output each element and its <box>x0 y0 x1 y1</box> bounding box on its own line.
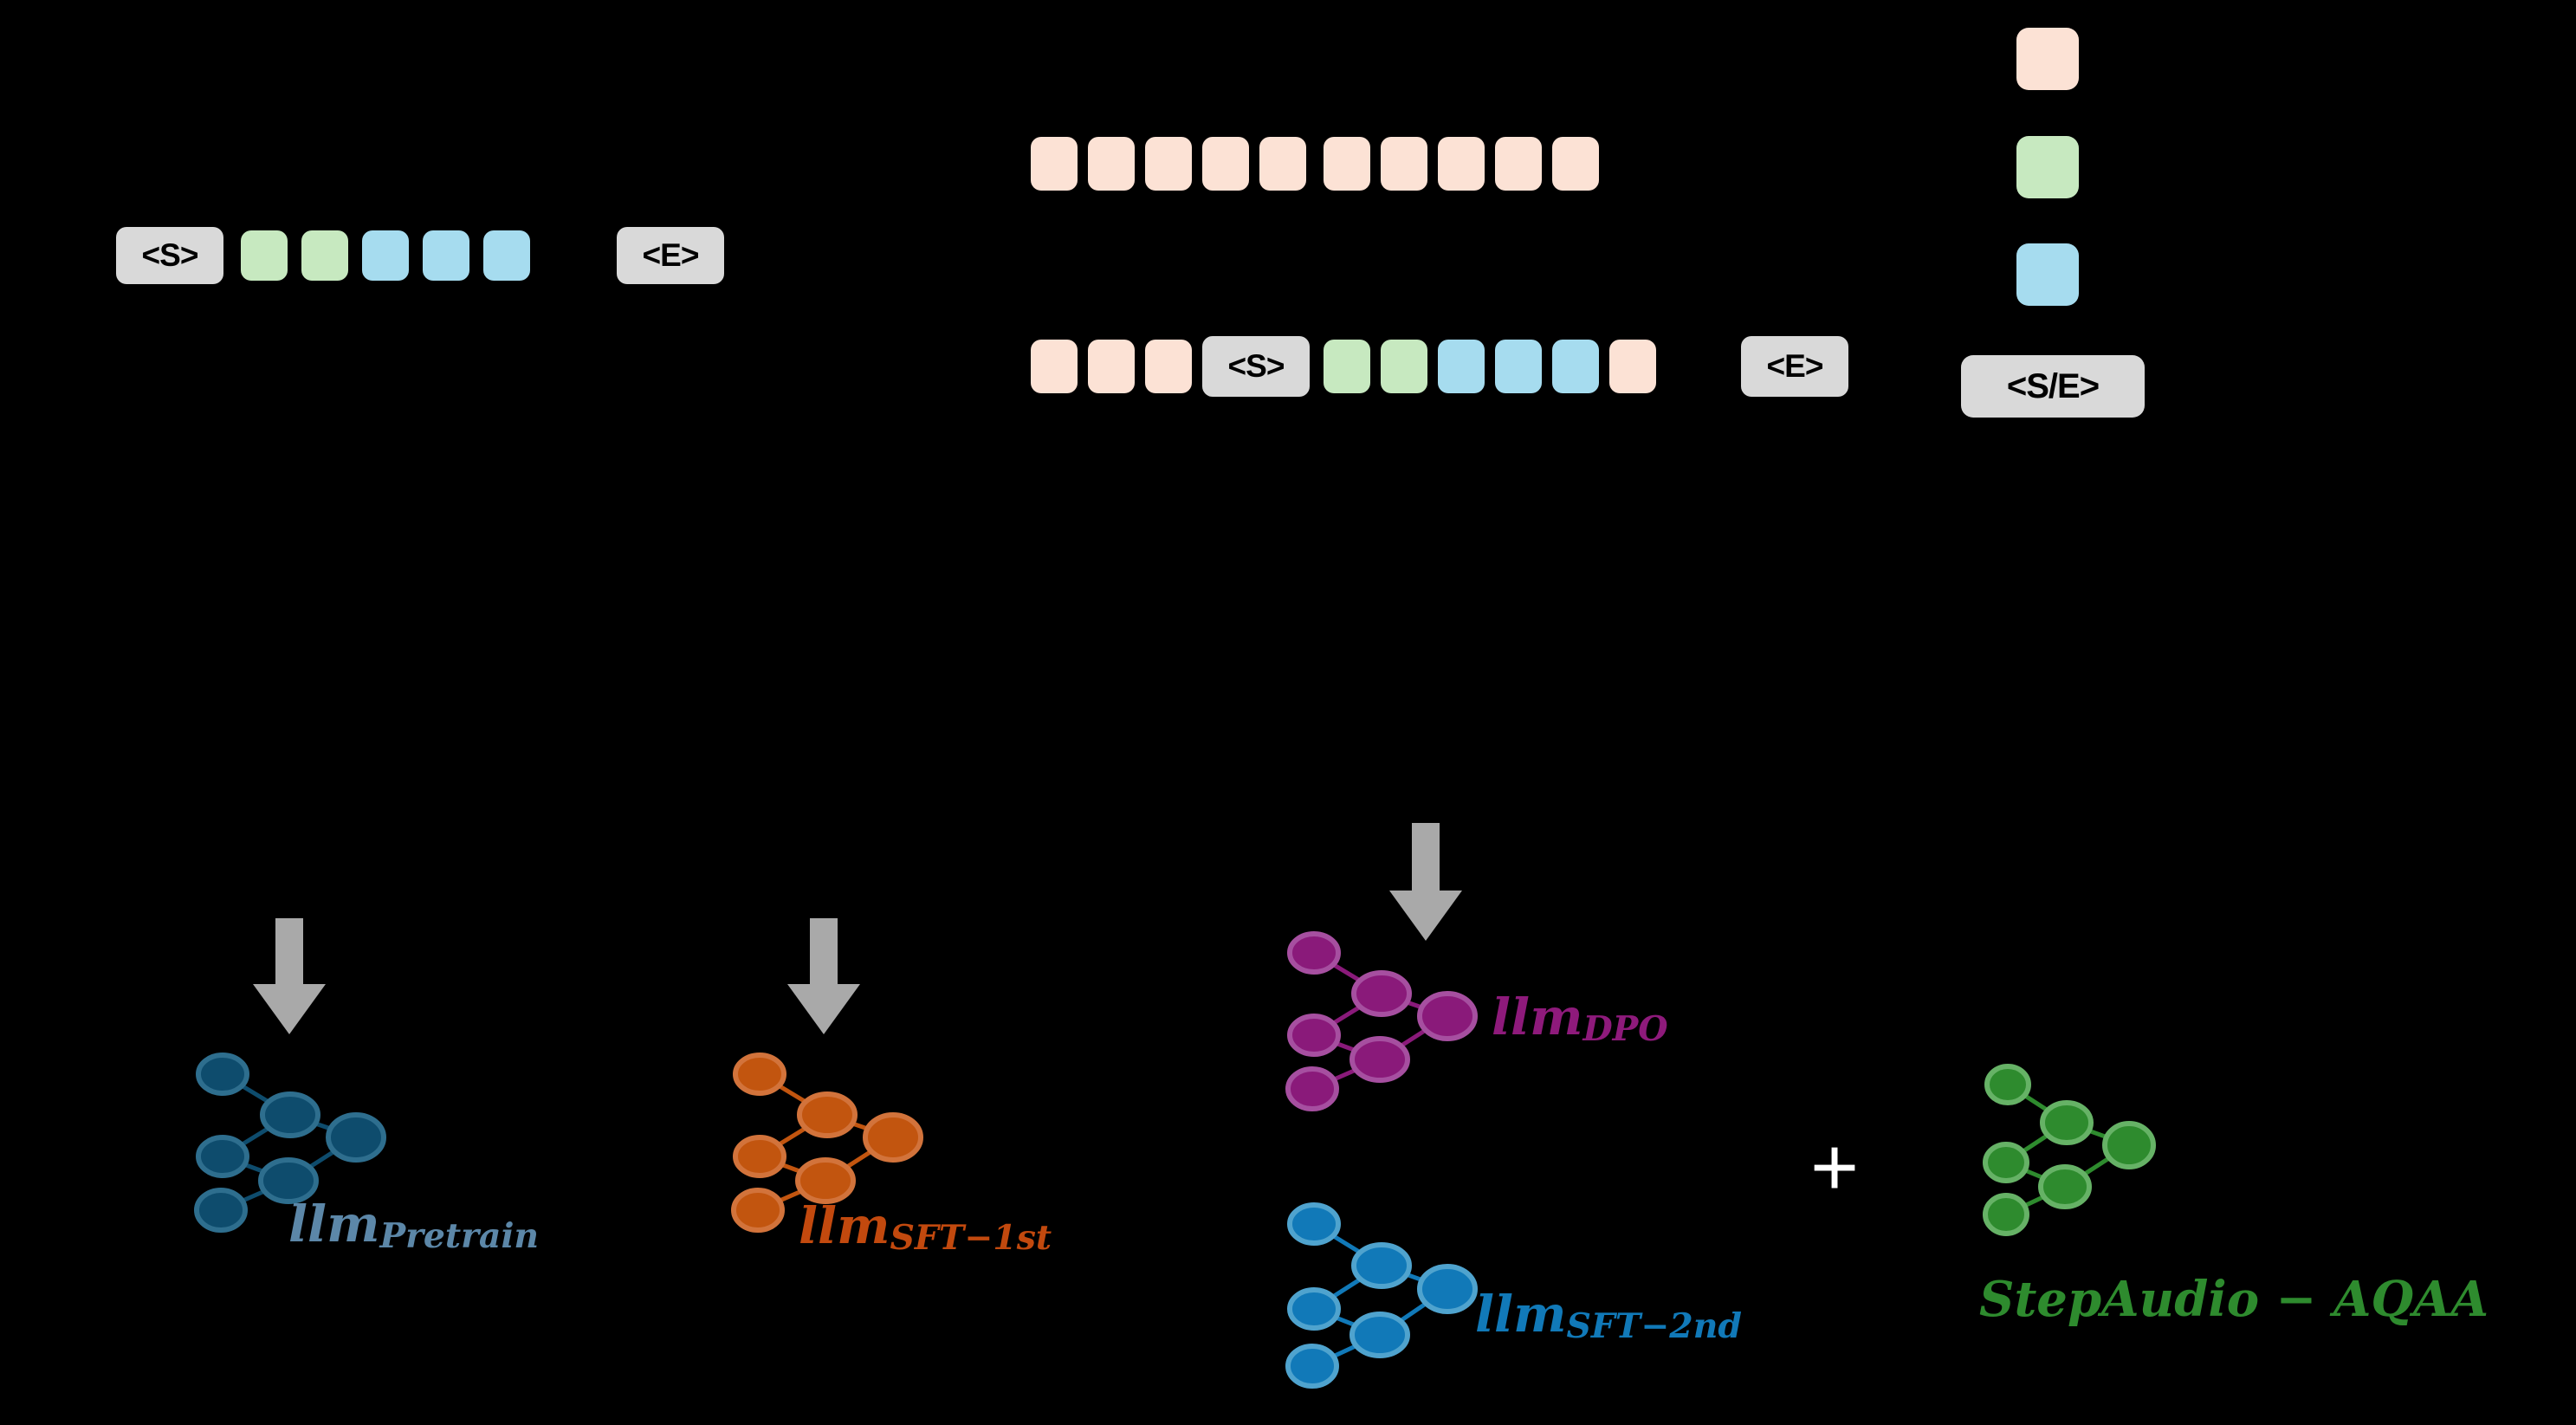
token-peach-b2 <box>1088 340 1135 393</box>
label-stepaudio-aqaa-base: StepAudio − AQAA <box>1979 1271 2489 1328</box>
plus-operator: + <box>1810 1121 1860 1214</box>
token-green-b1 <box>1324 340 1370 393</box>
token-blue-b2 <box>1495 340 1542 393</box>
token-peach-a1 <box>1031 137 1078 191</box>
arrow-down-pretrain <box>253 918 326 1034</box>
label-llm-sft-1st-base: llm <box>799 1196 890 1255</box>
label-stepaudio-aqaa: StepAudio − AQAA <box>1979 1275 2489 1324</box>
label-llm-sft-2nd-base: llm <box>1475 1285 1567 1344</box>
token-peach-a10 <box>1552 137 1599 191</box>
legend-swatch-peach <box>2016 28 2079 90</box>
token-blue-3 <box>483 230 530 281</box>
token-peach-b4 <box>1609 340 1656 393</box>
legend-swatch-blue <box>2016 243 2079 306</box>
label-llm-sft-1st: llmSFT−1st <box>799 1201 1052 1254</box>
label-llm-dpo: llmDPO <box>1492 992 1668 1046</box>
end-token-pretrain: <E> <box>617 227 724 284</box>
token-green-2 <box>301 230 348 281</box>
token-green-1 <box>241 230 288 281</box>
token-peach-a3 <box>1145 137 1192 191</box>
label-llm-pretrain-sub: Pretrain <box>379 1215 540 1256</box>
start-token-sft: <S> <box>1202 336 1310 397</box>
token-peach-a6 <box>1324 137 1370 191</box>
token-peach-a4 <box>1202 137 1249 191</box>
graph-pretrain <box>194 1053 386 1233</box>
label-llm-dpo-base: llm <box>1492 988 1583 1046</box>
end-token-sft: <E> <box>1741 336 1848 397</box>
token-peach-a9 <box>1495 137 1542 191</box>
label-llm-sft-1st-sub: SFT−1st <box>890 1217 1052 1258</box>
legend-swatch-green <box>2016 136 2079 198</box>
label-llm-dpo-sub: DPO <box>1582 1008 1668 1049</box>
label-llm-pretrain: llmPretrain <box>288 1199 539 1253</box>
graph-sft-2nd <box>1285 1202 1478 1389</box>
token-peach-a5 <box>1259 137 1306 191</box>
token-peach-b3 <box>1145 340 1192 393</box>
label-llm-pretrain-base: llm <box>288 1195 380 1253</box>
graph-stepaudio-aqaa <box>1983 1064 2156 1236</box>
token-peach-b1 <box>1031 340 1078 393</box>
token-peach-a8 <box>1438 137 1485 191</box>
start-token-pretrain: <S> <box>116 227 223 284</box>
token-blue-2 <box>423 230 469 281</box>
token-peach-a2 <box>1088 137 1135 191</box>
token-blue-1 <box>362 230 409 281</box>
token-peach-a7 <box>1381 137 1427 191</box>
token-blue-b1 <box>1438 340 1485 393</box>
arrow-down-sft1 <box>787 918 860 1034</box>
arrow-down-dpo <box>1389 823 1462 941</box>
graph-dpo <box>1285 931 1478 1111</box>
token-blue-b3 <box>1552 340 1599 393</box>
label-llm-sft-2nd: llmSFT−2nd <box>1475 1289 1742 1343</box>
token-green-b2 <box>1381 340 1427 393</box>
graph-sft-1st <box>731 1053 923 1233</box>
legend-tag-label: <S/E> <box>1961 355 2145 418</box>
label-llm-sft-2nd-sub: SFT−2nd <box>1566 1305 1742 1346</box>
